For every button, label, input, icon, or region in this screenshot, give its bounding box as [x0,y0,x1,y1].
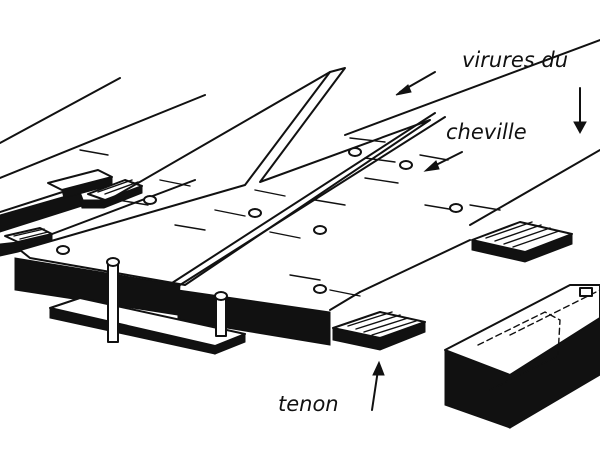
arrow-cheville [423,151,463,172]
tenon-right [471,221,573,263]
label-virures: virures du [462,48,569,72]
tenon-front-with-pegs [49,257,246,355]
label-cheville: cheville [446,120,527,144]
tenon-left-upper [79,179,143,209]
arrow-tenon [371,360,385,411]
arrow-virures [395,71,436,96]
label-tenon: tenon [278,392,339,416]
arrow-virures-down [573,87,587,135]
right-block [444,284,600,429]
plank-seam [171,112,446,286]
tenon-center [332,311,426,351]
